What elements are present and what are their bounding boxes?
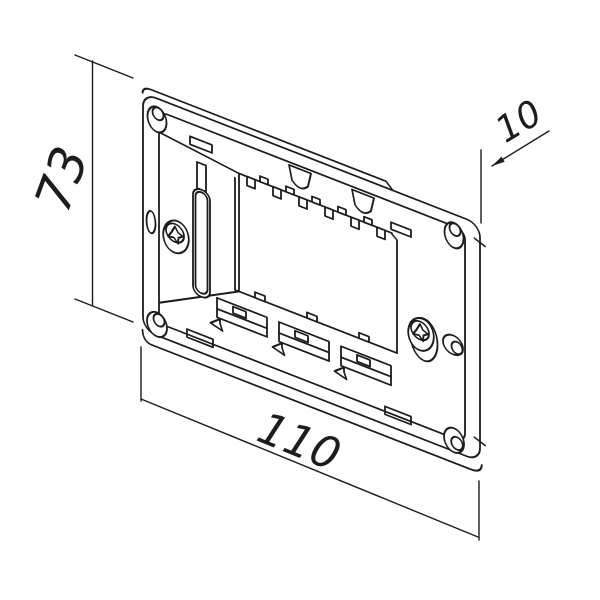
screw-slot-left [192,161,211,299]
module-window [234,163,398,355]
frame-back-edge-bottom [141,328,483,472]
frame-back-edge-top [141,87,395,193]
edge-slit-bottom-right [473,436,486,447]
recess-chamfer-bottom-left [159,290,240,304]
window-top-notches [259,175,373,227]
dimension-width-label: 110 [251,403,348,482]
frame-outer-outline [142,96,481,459]
clip-unit [271,321,330,363]
edge-slit-top-right [473,237,486,248]
latch-right [351,188,375,214]
corner-hole-bottom-left [146,310,168,339]
corner-hole-bottom-right [443,426,465,454]
screw-left [162,219,190,255]
corner-hole-top-right [443,221,465,250]
rail-slot-top-right [390,221,412,238]
side-oval-left [145,210,157,235]
screw-right [407,317,435,352]
frame-inner-rim [158,113,466,441]
extension-line [74,298,134,323]
clip-unit [209,296,268,338]
dimension-height-label: 73 [24,139,100,219]
rail-slot-top-left [189,135,213,154]
window-top-teeth [246,175,386,241]
bottom-clips [209,296,392,387]
side-oval-right [442,333,464,357]
dimension-depth-label: 10 [489,93,549,152]
window-bottom-notches [254,291,370,344]
dimension-height: 73 [24,54,134,323]
frame-drawing [141,87,486,472]
rail-slot-bottom-right [384,405,412,426]
dimension-line [140,398,479,538]
dimension-depth: 10 [480,93,550,224]
clip-unit [333,345,392,387]
corner-hole-top-left [146,105,168,134]
latch-left [288,163,312,190]
rail-slot-bottom-left [186,328,214,349]
arrowhead-icon [492,156,505,166]
recess-chamfer-top-left [159,131,240,175]
extension-line [74,54,134,79]
